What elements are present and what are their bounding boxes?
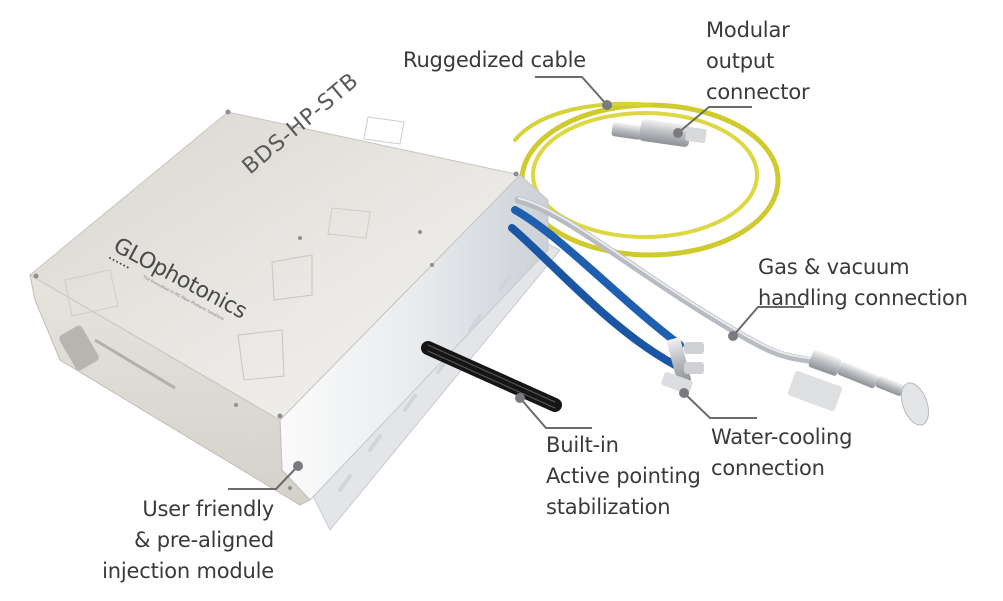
enclosure-front xyxy=(29,274,311,506)
callout-water-cooling: Water-cooling connection xyxy=(711,422,852,484)
water-hoses xyxy=(508,206,684,369)
callout-line: Built-in xyxy=(546,433,619,457)
callout-ruggedized-cable: Ruggedized cable xyxy=(403,45,586,76)
access-panel xyxy=(327,207,371,239)
hose-blue-1 xyxy=(511,206,684,349)
callout-line: Water-cooling xyxy=(711,425,853,449)
callout-line: Modular xyxy=(706,18,790,42)
hose-blue-2 xyxy=(508,224,679,369)
callout-line: connector xyxy=(706,80,810,104)
leader-water-cooling xyxy=(683,392,757,419)
leader-dots xyxy=(293,100,738,471)
cable-loop-inner xyxy=(531,111,759,239)
handle-slot xyxy=(94,338,176,390)
leader-lines xyxy=(228,76,804,490)
callout-gas-vacuum: Gas & vacuum handling connection xyxy=(758,252,968,314)
callout-line: Active pointing xyxy=(546,464,701,488)
leader-ruggedized-cable xyxy=(535,76,608,106)
callout-line: handling connection xyxy=(758,286,968,310)
callout-line: User friendly xyxy=(142,497,274,521)
handle xyxy=(59,325,99,371)
access-panel xyxy=(363,116,405,145)
leader-active-pointing xyxy=(519,397,592,429)
access-panel xyxy=(237,329,285,381)
cable-entry xyxy=(513,101,652,142)
callout-active-pointing: Built-in Active pointing stabilization xyxy=(546,430,701,523)
output-connector xyxy=(611,119,707,147)
leader-output-connector xyxy=(677,106,752,134)
callout-injection-module: User friendly & pre-aligned injection mo… xyxy=(60,494,274,587)
callout-line: connection xyxy=(711,456,825,480)
leader-injection-module xyxy=(228,465,299,490)
callout-line: injection module xyxy=(102,559,274,583)
callout-line: Ruggedized cable xyxy=(403,48,586,72)
gas-hose xyxy=(514,196,824,366)
callout-line: stabilization xyxy=(546,495,671,519)
callout-output-connector: Modular output connector xyxy=(706,15,810,108)
enclosure-top xyxy=(29,111,521,421)
access-panel xyxy=(64,269,119,317)
water-cooling-connector xyxy=(661,337,704,394)
active-pointing-cable xyxy=(421,341,562,412)
callout-line: Gas & vacuum xyxy=(758,255,910,279)
leader-gas-vacuum xyxy=(732,306,804,337)
access-panel xyxy=(271,254,313,301)
enclosure: BDS-HP-STB GLOphotonics The Innovation i… xyxy=(29,68,561,531)
screws xyxy=(33,109,519,490)
callout-line: output xyxy=(706,49,775,73)
bracket-slots xyxy=(338,274,512,492)
callout-line: & pre-aligned xyxy=(134,528,274,552)
gas-vacuum-connector xyxy=(787,350,930,426)
